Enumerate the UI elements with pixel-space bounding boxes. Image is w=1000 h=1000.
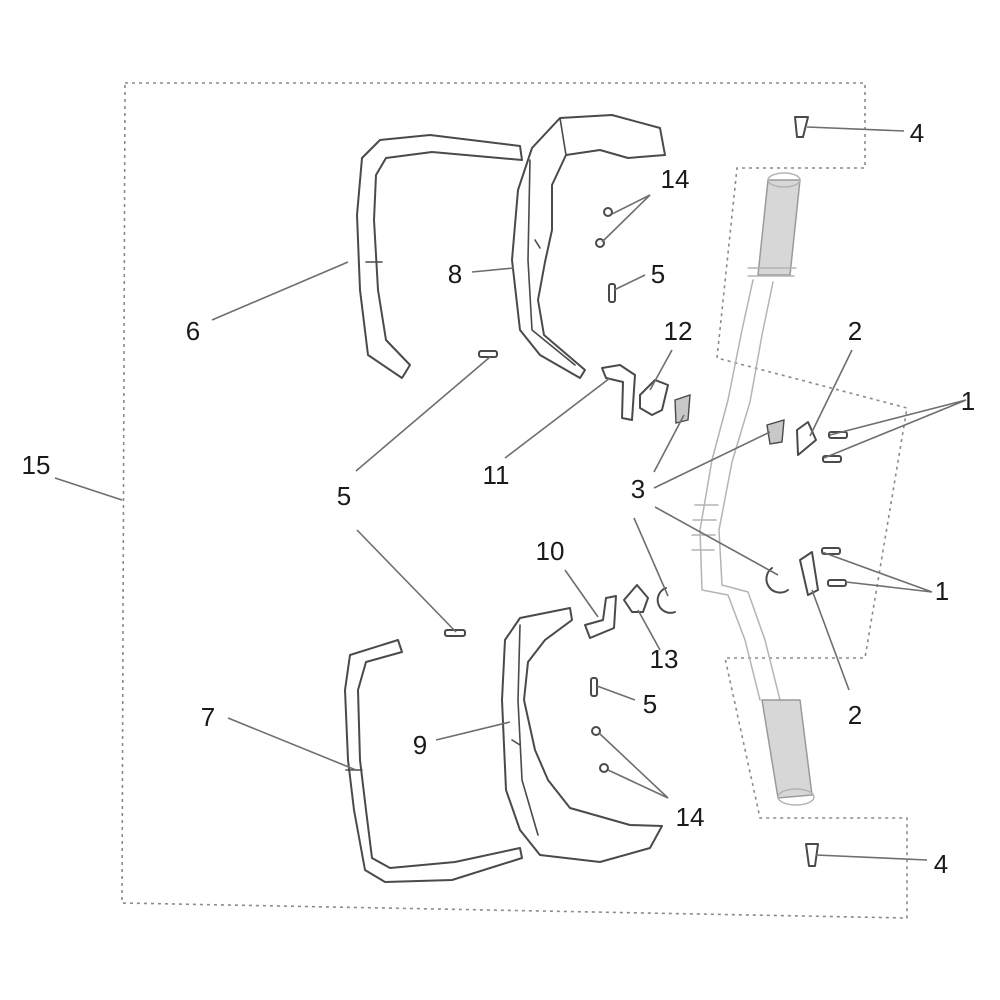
leader-lines xyxy=(54,126,967,861)
part-1-bolts xyxy=(821,431,848,587)
callout-2-lower: 2 xyxy=(848,700,862,730)
handlebar-ghost xyxy=(691,172,815,806)
part-13-lower-clamp xyxy=(623,584,649,613)
part-14-small-screws xyxy=(591,207,613,773)
part-9-lower-hand-shield xyxy=(501,607,663,863)
callout-2-upper: 2 xyxy=(848,316,862,346)
callout-13: 13 xyxy=(650,644,679,674)
callout-labels: 1 1 2 2 3 4 4 5 5 5 6 7 8 9 10 11 12 13 … xyxy=(22,118,976,879)
part-4-bar-end-bolts xyxy=(794,116,819,867)
callout-3: 3 xyxy=(631,474,645,504)
callout-1-lower: 1 xyxy=(935,576,949,606)
callout-5-middle: 5 xyxy=(337,481,351,511)
part-3-spacers xyxy=(656,394,789,614)
part-8-upper-hand-shield xyxy=(511,114,666,379)
part-12-upper-clamp xyxy=(639,379,669,416)
callout-6: 6 xyxy=(186,316,200,346)
part-10-lower-bracket xyxy=(584,595,617,639)
callout-14-lower: 14 xyxy=(676,802,705,832)
kit-boundary-outline xyxy=(121,82,908,919)
callout-1-upper: 1 xyxy=(961,386,975,416)
callout-8: 8 xyxy=(448,259,462,289)
part-5-screws xyxy=(444,283,616,697)
part-6-upper-guard-bar xyxy=(356,134,523,379)
callout-5-upper: 5 xyxy=(651,259,665,289)
callout-12: 12 xyxy=(664,316,693,346)
part-11-upper-bracket xyxy=(601,364,636,421)
callout-4-upper: 4 xyxy=(910,118,924,148)
callout-11: 11 xyxy=(483,460,510,490)
callout-9: 9 xyxy=(413,730,427,760)
callout-7: 7 xyxy=(201,702,215,732)
part-7-lower-guard-bar xyxy=(344,639,523,883)
callout-10: 10 xyxy=(536,536,565,566)
callout-14-upper: 14 xyxy=(661,164,690,194)
callout-5-lower: 5 xyxy=(643,689,657,719)
callout-4-lower: 4 xyxy=(934,849,948,879)
part-2-clamp-halves xyxy=(796,421,819,596)
callout-15: 15 xyxy=(22,450,51,480)
